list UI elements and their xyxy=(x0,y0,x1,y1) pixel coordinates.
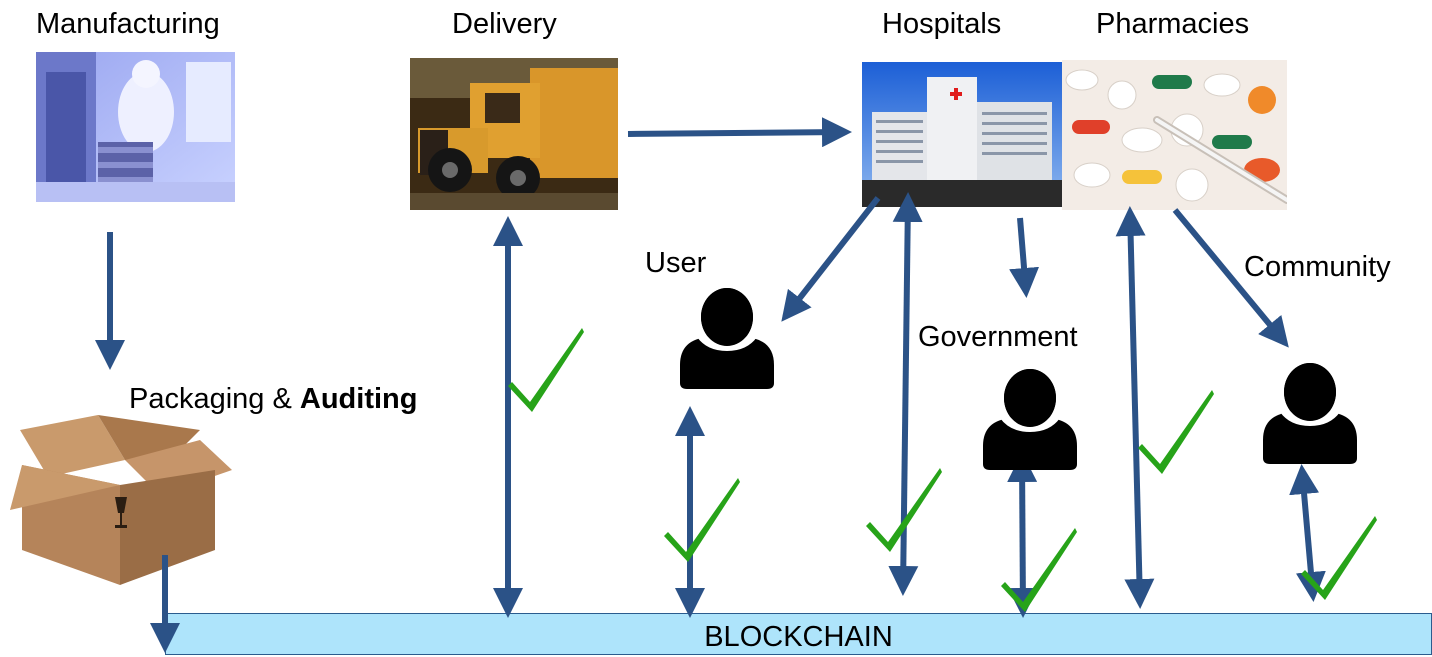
government-person-icon xyxy=(983,369,1077,470)
arrow-pharmacy-blockchain xyxy=(1115,206,1155,609)
delivery-truck-photo xyxy=(410,58,618,210)
arrow-pharmacy-community xyxy=(1172,208,1289,348)
arrow-hospital-government xyxy=(1009,217,1040,298)
packaging-auditing-label: Packaging & Auditing xyxy=(129,385,417,414)
user-label: User xyxy=(645,247,707,279)
checkmark-icon xyxy=(664,478,740,562)
pharmacies-label: Pharmacies xyxy=(1096,8,1250,40)
checkmark-icon xyxy=(508,328,584,412)
manufacturing-label: Manufacturing xyxy=(36,8,220,40)
blockchain-bar: BLOCKCHAIN xyxy=(165,613,1432,655)
arrow-hospital-user xyxy=(781,196,881,322)
checkmark-icon xyxy=(1138,390,1214,474)
government-label: Government xyxy=(918,321,1078,353)
blockchain-label: BLOCKCHAIN xyxy=(704,621,893,653)
checkmark-icon xyxy=(1001,528,1077,612)
user-person-icon xyxy=(680,288,774,389)
arrow-delivery-hospitals xyxy=(627,117,852,148)
community-person-icon xyxy=(1263,363,1357,464)
auditing-text: Auditing xyxy=(299,383,418,415)
pharmacy-pills-photo xyxy=(1062,60,1287,210)
hospitals-label: Hospitals xyxy=(882,8,1002,40)
hospital-photo xyxy=(862,62,1062,207)
community-label: Community xyxy=(1244,251,1391,283)
packaging-text: Packaging & xyxy=(129,383,292,415)
arrow-hospital-blockchain xyxy=(888,192,923,596)
manufacturing-photo xyxy=(36,52,235,202)
arrow-government-blockchain xyxy=(1007,452,1038,618)
cardboard-box-icon xyxy=(10,385,235,585)
delivery-label: Delivery xyxy=(452,8,557,40)
arrow-community-blockchain xyxy=(1289,464,1326,602)
